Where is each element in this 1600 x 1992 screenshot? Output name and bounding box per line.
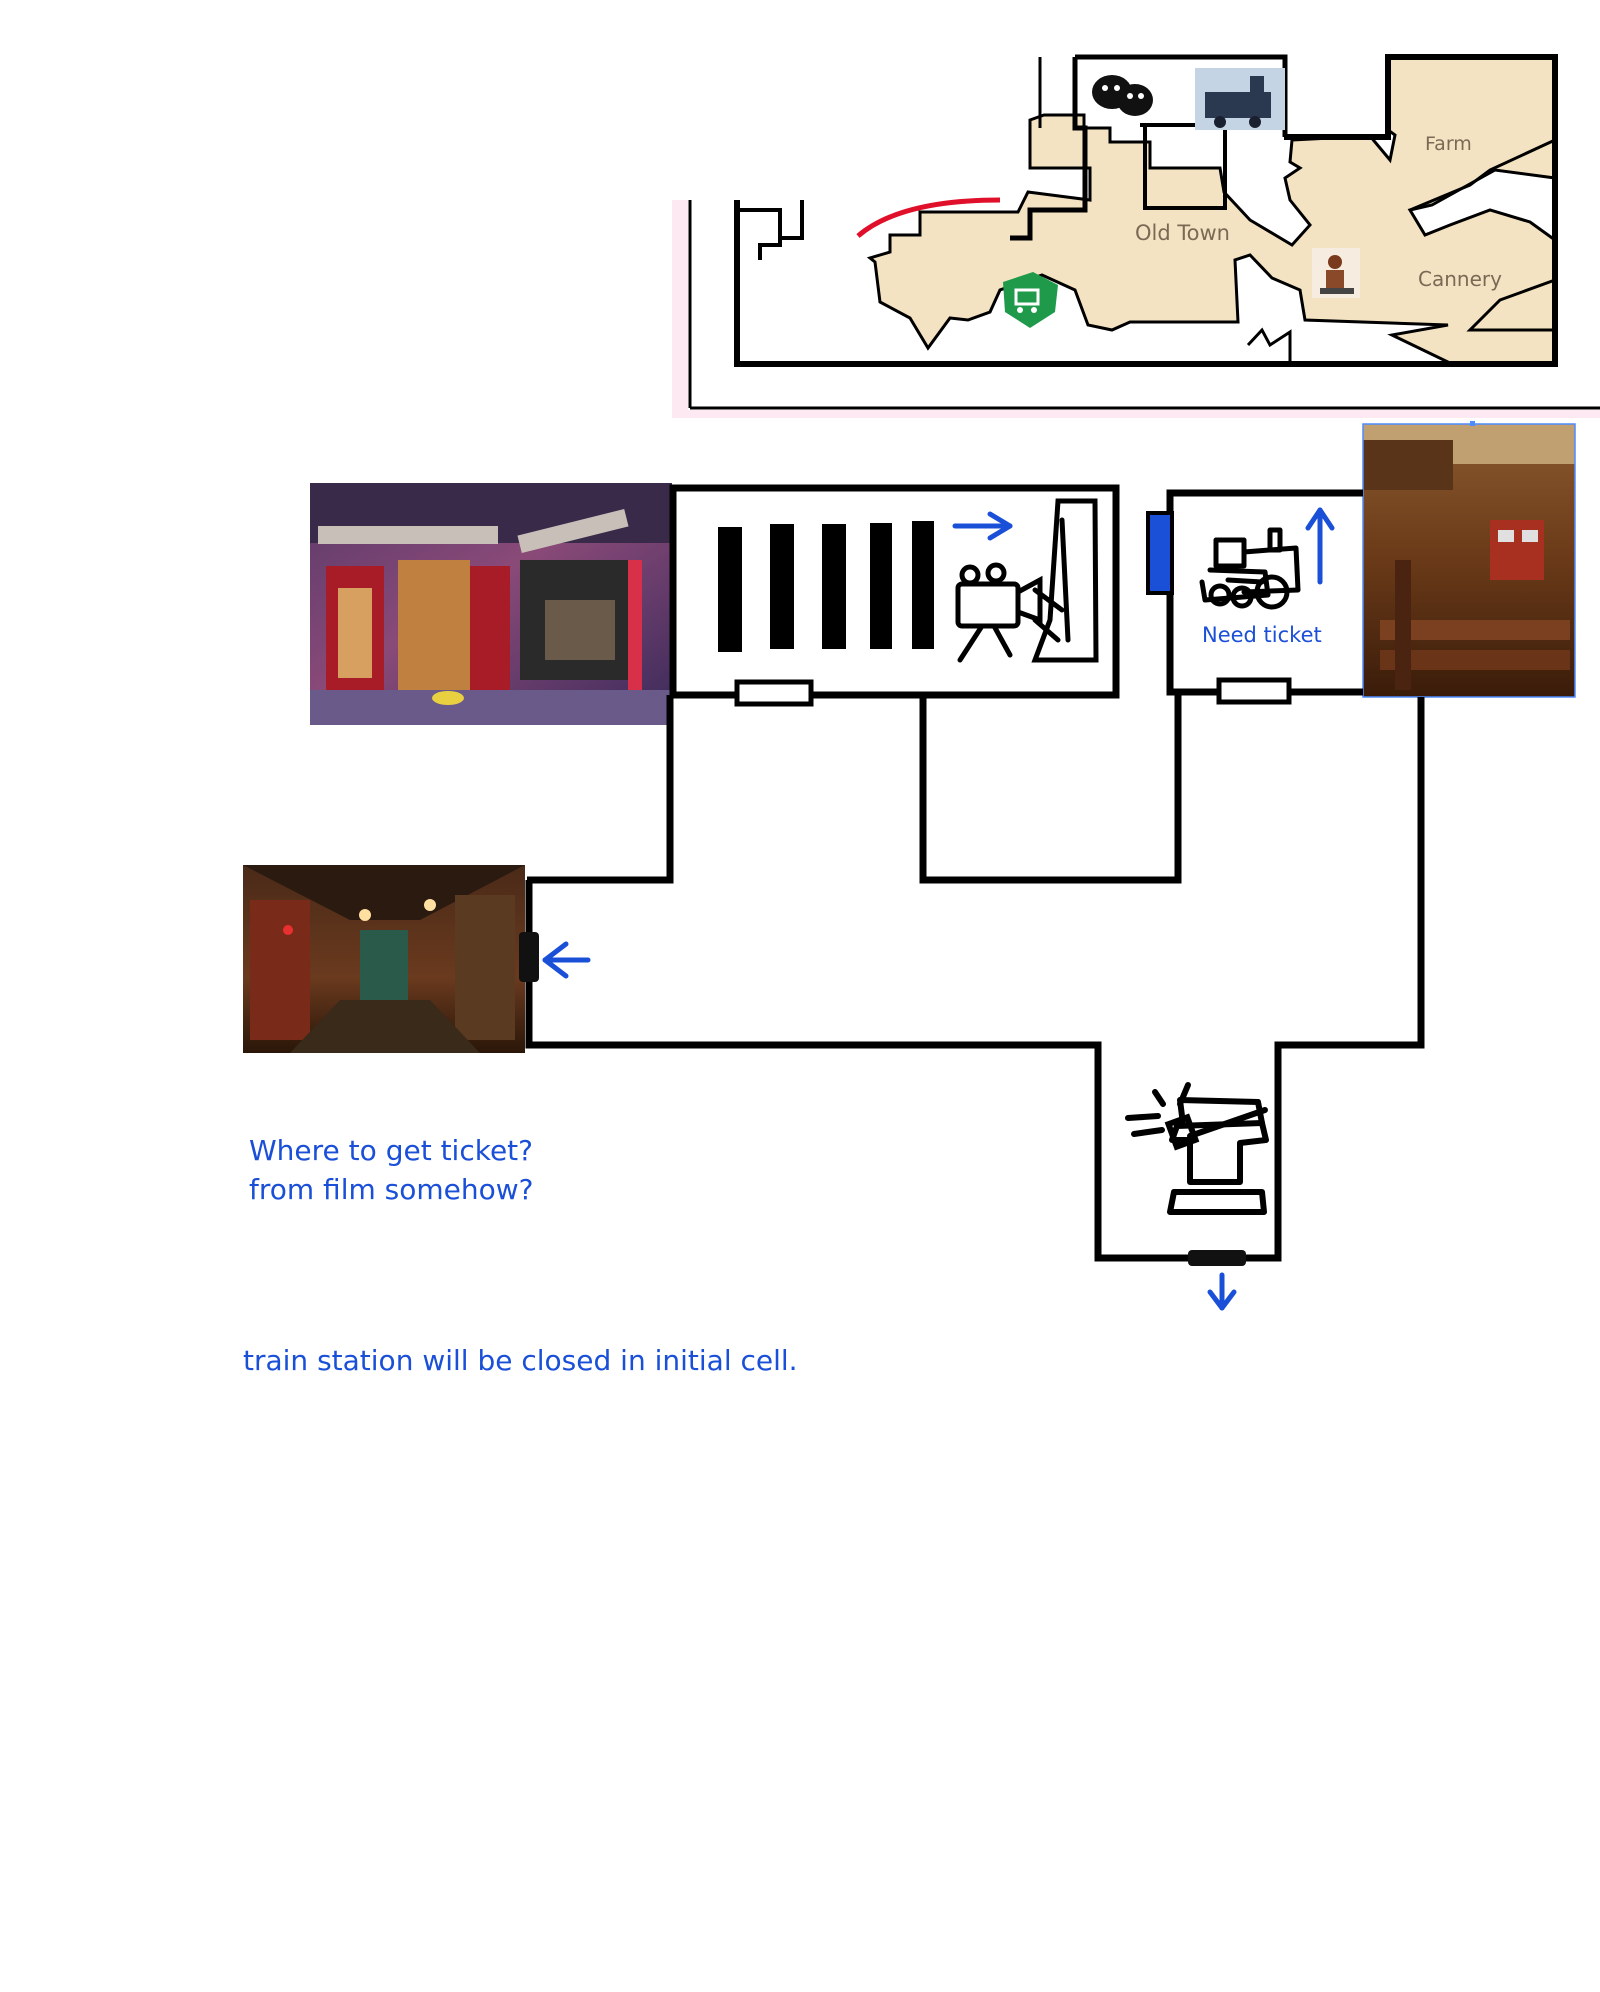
hammer-icon: [1128, 1085, 1265, 1147]
train-room-locked-door: [1148, 513, 1172, 593]
photo-alley: [243, 865, 525, 1053]
arrow-up-icon: [1308, 510, 1332, 582]
train-room-note: Need ticket: [1202, 623, 1322, 647]
minimap-label-old-town: Old Town: [1135, 221, 1230, 245]
locomotive-icon: [1202, 530, 1298, 607]
photo-train-station: [1363, 421, 1575, 697]
minimap-label-cannery: Cannery: [1418, 267, 1502, 291]
cinema-seats-icon: [718, 521, 934, 652]
theater-masks-icon: [1092, 75, 1153, 116]
photo-old-town-street: [310, 483, 672, 725]
ticket-question-line1: Where to get ticket?: [249, 1131, 534, 1170]
cinema-door: [737, 682, 811, 704]
arrow-down-icon: [1210, 1275, 1234, 1308]
blacksmith-exit-door: [1188, 1250, 1246, 1266]
minimap-blacksmith-icon: [1312, 248, 1360, 298]
train-station-note: train station will be closed in initial …: [243, 1341, 798, 1380]
arrow-right-icon: [955, 514, 1010, 538]
train-room-door: [1219, 680, 1289, 702]
museum-minimap: Farm Old Town Cannery: [672, 57, 1600, 418]
minimap-label-farm: Farm: [1425, 133, 1472, 155]
alley-door: [519, 932, 539, 982]
ticket-question-note: Where to get ticket? from film somehow?: [249, 1131, 534, 1209]
minimap-train-icon: [1195, 68, 1285, 130]
arrow-left-icon: [545, 944, 588, 976]
ticket-question-line2: from film somehow?: [249, 1170, 534, 1209]
